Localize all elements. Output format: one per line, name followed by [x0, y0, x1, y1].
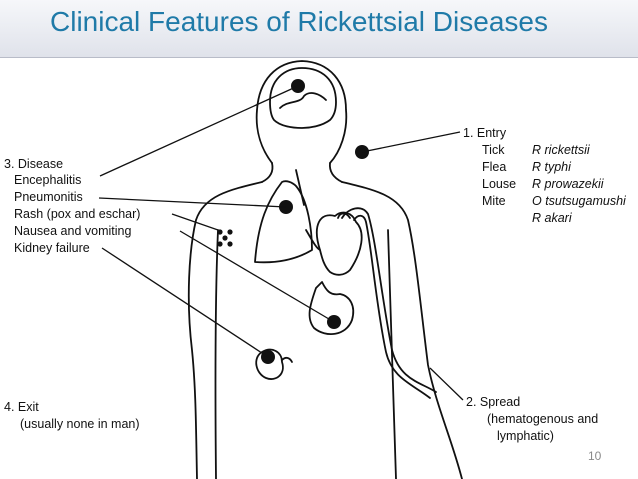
vessel-outer: [341, 207, 437, 393]
slide-number: 10: [588, 449, 602, 463]
rash-dot: [217, 229, 223, 235]
entry-organism: R typhi: [532, 160, 572, 174]
disease-heading: 3. Disease: [4, 157, 63, 171]
entry-vector: Flea: [482, 160, 506, 174]
torso-right: [341, 181, 463, 479]
arm-inner-right: [387, 229, 397, 479]
stomach-outline: [308, 281, 355, 335]
vessel-inner: [353, 214, 431, 399]
spread-detail: (hematogenous and: [487, 412, 598, 426]
exit-note: (usually none in man): [20, 417, 140, 431]
spread-heading: 2. Spread: [466, 395, 520, 409]
aorta: [305, 212, 351, 251]
disease-item: Nausea and vomiting: [14, 224, 131, 238]
exit-heading: 4. Exit: [4, 400, 39, 414]
entry-vector: Louse: [482, 177, 516, 191]
body-outline: [187, 60, 463, 479]
heart-outline: [315, 211, 363, 276]
title-bar: [0, 0, 638, 58]
rash-dot: [227, 241, 233, 247]
entry-organism: R prowazekii: [532, 177, 605, 191]
brain-fold: [279, 92, 327, 109]
kidney-outline: [255, 348, 284, 380]
arm-inner-left: [214, 229, 219, 479]
pointer-encephalitis: [99, 85, 299, 177]
pointer-pneumonitis: [98, 197, 287, 208]
pointer-rash: [171, 213, 219, 231]
entry-organism: R rickettsii: [532, 143, 591, 157]
pointer-kidney: [101, 247, 269, 358]
pointer-nausea: [179, 230, 335, 323]
rash-dot: [217, 241, 223, 247]
neck-left: [261, 162, 274, 183]
entry-heading: 1. Entry: [463, 126, 507, 140]
entry-vector: Mite: [482, 194, 506, 208]
rash-cluster: [217, 229, 233, 247]
spread-detail: lymphatic): [497, 429, 554, 443]
pointer-entry: [361, 131, 461, 153]
pointer-spread: [429, 367, 464, 401]
exit-labels: 4. Exit (usually none in man): [4, 400, 140, 431]
spread-labels: 2. Spread (hematogenous and lymphatic): [466, 395, 598, 443]
disease-labels: 3. Disease Encephalitis Pneumonitis Rash…: [4, 157, 140, 255]
entry-organism: O tsutsugamushi: [532, 194, 627, 208]
lung-outline: [254, 180, 313, 264]
disease-item: Rash (pox and eschar): [14, 207, 140, 221]
entry-labels: 1. Entry Tick R rickettsii Flea R typhi …: [463, 126, 627, 225]
entry-vector: Tick: [482, 143, 505, 157]
entry-organism: R akari: [532, 211, 573, 225]
brain-outline: [269, 67, 337, 129]
disease-item: Encephalitis: [14, 173, 81, 187]
rash-dot: [227, 229, 233, 235]
head-outline: [255, 60, 348, 164]
title-bar-divider: [0, 57, 638, 58]
slide-title: Clinical Features of Rickettsial Disease…: [50, 6, 548, 37]
ureter: [281, 356, 293, 363]
neck-right: [329, 162, 343, 183]
disease-item: Kidney failure: [14, 241, 90, 255]
body-diagram: 3. Disease Encephalitis Pneumonitis Rash…: [4, 60, 627, 479]
disease-item: Pneumonitis: [14, 190, 83, 204]
torso-left: [187, 181, 263, 479]
rash-dot: [222, 235, 228, 241]
trachea: [295, 169, 305, 206]
